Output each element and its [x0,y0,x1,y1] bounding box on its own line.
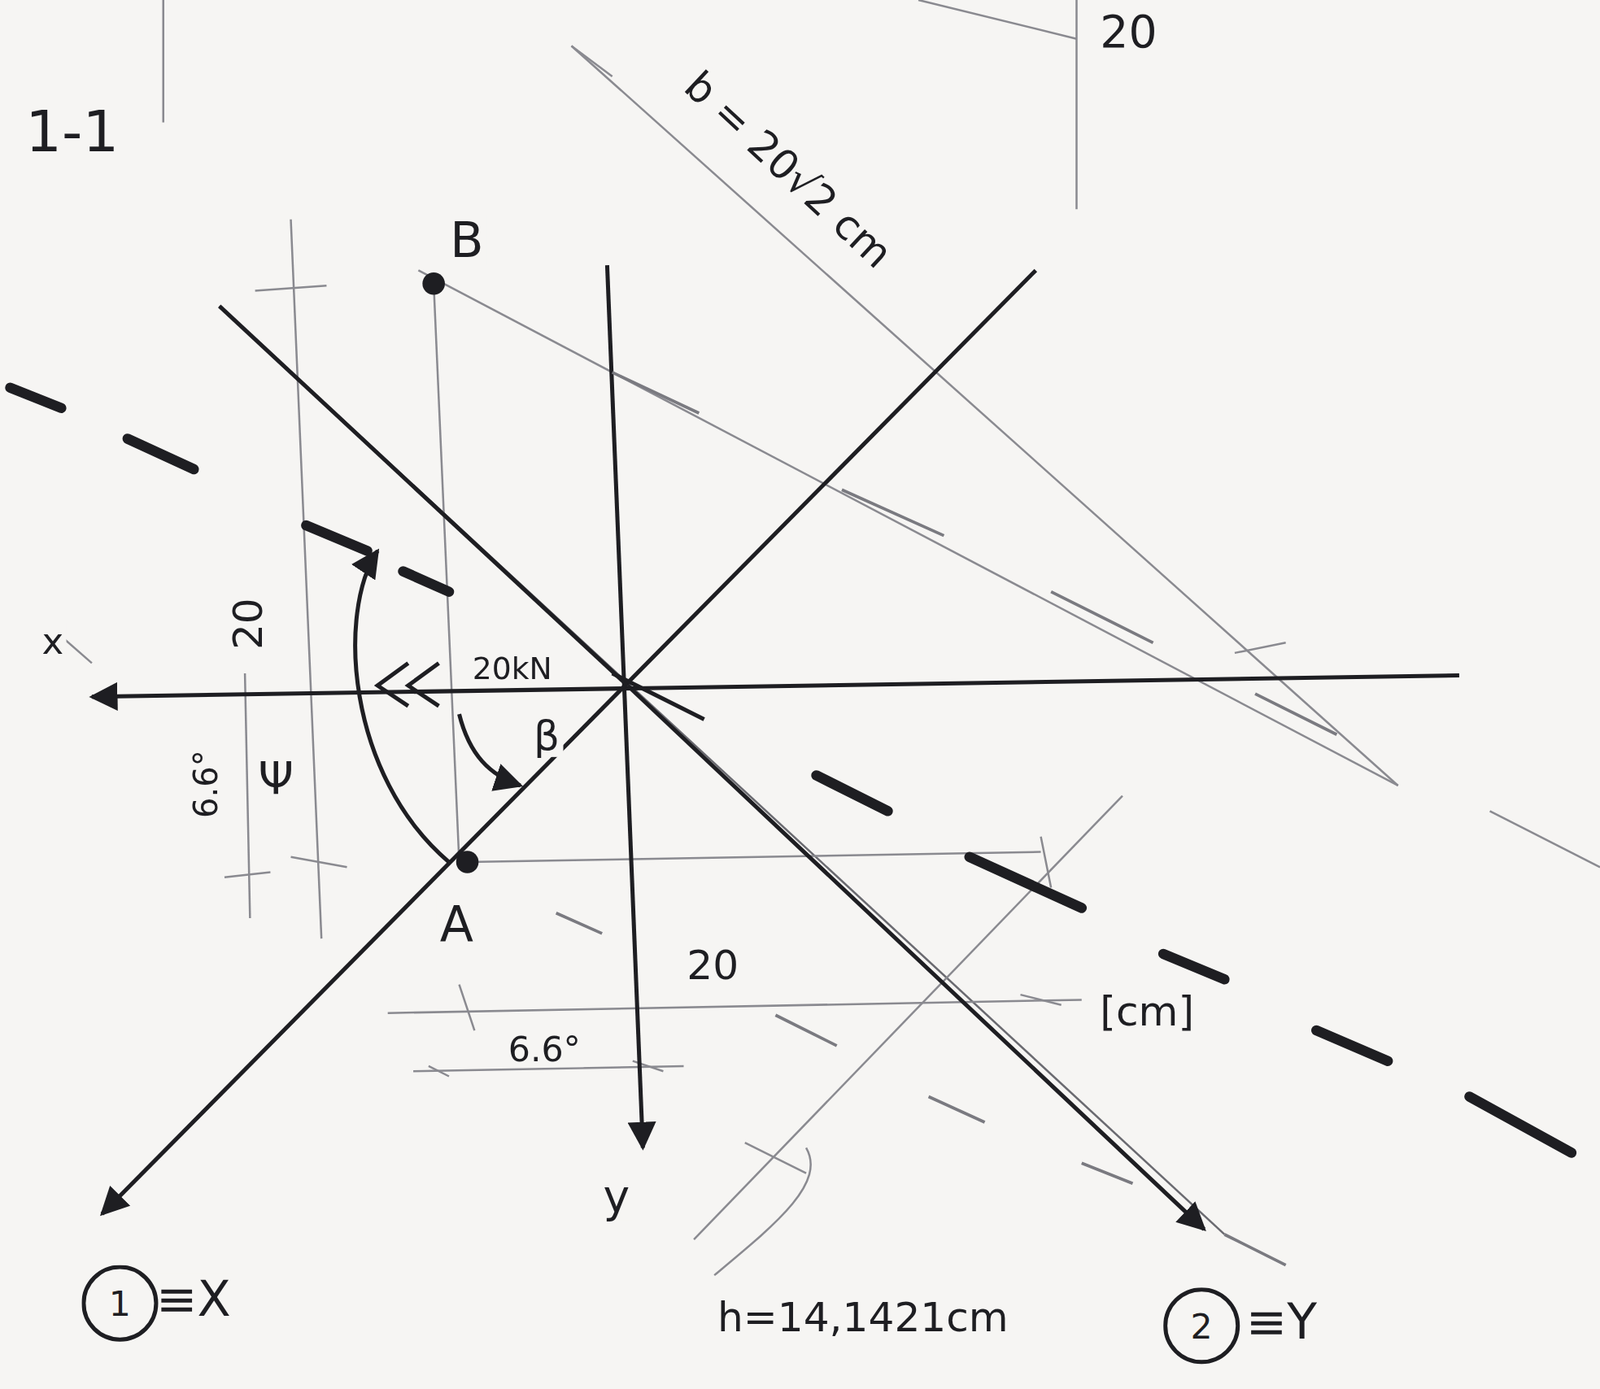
unit-label: [cm] [1097,989,1198,1034]
dimension-value: 6.6° [505,1030,585,1068]
dimension-value: h=14,1421cm [714,1295,1012,1339]
point-label: B [446,213,487,266]
axis-number-circle: 2 [1163,1287,1240,1365]
angle-label: Ψ [255,754,297,803]
dimension-value: 20 [226,594,270,653]
axis-number: 1 [108,1283,131,1325]
dimension-value: 20 [684,943,742,987]
force-label: 20kN [469,653,555,686]
point-label: A [436,898,477,950]
axis-number: 2 [1190,1305,1213,1347]
dimension-value: 6.6° [188,746,224,821]
axis-name: ≡X [152,1273,234,1326]
angle-label: β [530,714,563,758]
section-name: 1-1 [22,101,123,162]
axis-name: ≡Y [1242,1295,1321,1348]
axis-label: x [39,622,67,662]
dimension-value: 20 [1097,8,1161,56]
axis-number-circle: 1 [81,1265,158,1343]
axis-label: y [600,1173,633,1221]
